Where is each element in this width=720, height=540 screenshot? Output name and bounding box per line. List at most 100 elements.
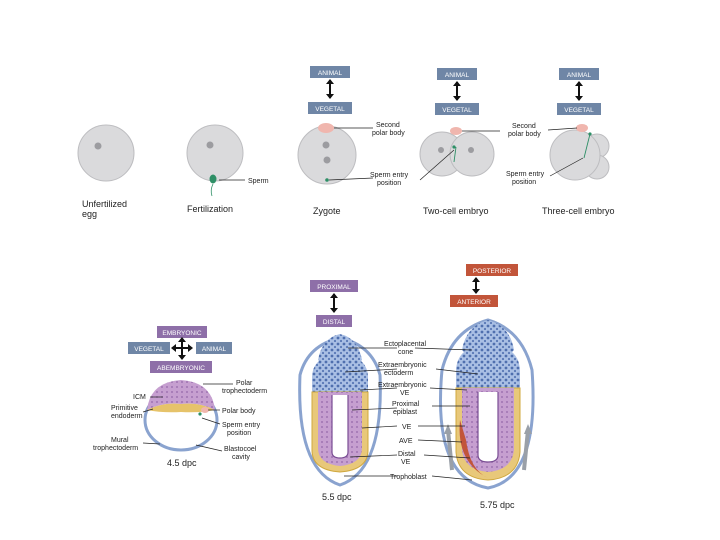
- exe-ectoderm-label-2: ectoderm: [384, 370, 413, 377]
- trophoblast-label: Trophoblast: [390, 474, 427, 481]
- stage-label-three-cell: Three-cell embryo: [542, 206, 615, 216]
- animal-tag: [437, 68, 477, 80]
- polar-body: [450, 127, 462, 135]
- four-way-arrow: [171, 337, 193, 360]
- blastocyst: [143, 380, 219, 452]
- polar-body: [576, 124, 588, 132]
- fertilization-egg: [186, 124, 245, 197]
- proximal-tag-label: PROXIMAL: [317, 284, 351, 291]
- egg-cylinder-5-5-dpc: [298, 334, 382, 487]
- extraembryonic-ectoderm: [456, 344, 520, 388]
- axis-arrow: [330, 293, 338, 313]
- icm-label: ICM: [133, 394, 146, 401]
- exe-ve-label-1: Extraembryonic: [378, 382, 427, 389]
- sperm-entry-label-2: position: [227, 430, 251, 437]
- vegetal-tag-label: VEGETAL: [564, 107, 594, 114]
- stage-label-fertilization: Fertilization: [187, 204, 233, 214]
- blastocoel-label-1: Blastocoel: [224, 446, 257, 453]
- ve-label: VE: [402, 424, 412, 431]
- stage-5-75-dpc: 5.75 dpc: [480, 500, 515, 510]
- proximal-tag: [310, 280, 358, 292]
- ave-region: [459, 420, 488, 478]
- blastocoel-label-2: cavity: [232, 454, 250, 461]
- blastocyst-tags: EMBRYONIC VEGETAL ANIMAL ABEMBRYONIC: [128, 326, 232, 373]
- vegetal-tag-label: VEGETAL: [134, 346, 164, 353]
- anterior-tag: [450, 295, 498, 307]
- arrow-heads: [453, 81, 461, 101]
- embryonic-tag-label: EMBRYONIC: [162, 330, 202, 337]
- ectoplacental-label-1: Ectoplacental: [384, 341, 426, 348]
- sperm-label: Sperm: [248, 178, 269, 185]
- animal-tag: [559, 68, 599, 80]
- sperm-head: [209, 174, 217, 184]
- distal-ve-label-2: VE: [401, 459, 411, 466]
- sperm-entry-line: [583, 133, 591, 159]
- stage-label-two-cell: Two-cell embryo: [423, 206, 489, 216]
- sperm-entry-mark: [198, 412, 202, 416]
- sperm-tail: [210, 183, 214, 197]
- proamniotic-cavity: [477, 392, 499, 463]
- migration-arrow: [446, 429, 454, 471]
- polar-body: [318, 123, 334, 133]
- animal-tag: [196, 342, 232, 354]
- three-cell-sperm-entry-2: position: [512, 179, 536, 186]
- polar-body-label: Polar body: [222, 408, 256, 415]
- stage-label-unfertilized-2: egg: [82, 209, 97, 219]
- primitive-endoderm-label-2: endoderm: [111, 413, 143, 420]
- animal-tag-label: ANIMAL: [202, 346, 227, 353]
- vegetal-tag: [308, 102, 352, 114]
- vegetal-tag-label: VEGETAL: [315, 106, 345, 113]
- embryonic-tag: [157, 326, 207, 338]
- axis-tag-group-three-cell: ANIMAL VEGETAL: [557, 68, 601, 115]
- anterior-tag-label: ANTERIOR: [457, 299, 491, 306]
- zygote-sperm-entry-1: Sperm entry: [370, 172, 409, 179]
- zygote-second-polar-2: polar body: [372, 130, 405, 137]
- three-cell-embryo: [547, 124, 610, 181]
- sperm-entry-label-1: Sperm entry: [222, 422, 261, 429]
- polar-troph-label-2: trophectoderm: [222, 388, 267, 395]
- posterior-tag-label: POSTERIOR: [473, 268, 512, 275]
- stage-4-5-dpc: 4.5 dpc: [167, 458, 197, 468]
- mural-label-2: trophectoderm: [93, 445, 138, 452]
- sperm-entry-line: [453, 146, 457, 163]
- ave-label: AVE: [399, 438, 413, 445]
- proximal-epiblast-label-1: Proximal: [392, 401, 420, 408]
- vegetal-tag: [128, 342, 170, 354]
- arrow-heads: [575, 81, 583, 101]
- mural-label-1: Mural: [111, 437, 129, 444]
- three-cell-sperm-entry-1: Sperm entry: [506, 171, 545, 178]
- stage-label-zygote: Zygote: [313, 206, 341, 216]
- distal-tag: [316, 315, 352, 327]
- arrow-heads: [326, 79, 334, 99]
- distal-ve-label-1: Distal: [398, 451, 416, 458]
- proximal-epiblast-label-2: epiblast: [393, 409, 417, 416]
- polar-body: [201, 407, 209, 413]
- abembryonic-tag: [150, 361, 212, 373]
- ectoplacental-label-2: cone: [398, 349, 413, 356]
- axis-arrow: [472, 277, 480, 294]
- abembryonic-tag-label: ABEMBRYONIC: [157, 365, 205, 372]
- icm: [147, 380, 215, 410]
- exe-ectoderm-label-1: Extraembryonic: [378, 362, 427, 369]
- zygote-sperm-entry-2: position: [377, 180, 401, 187]
- proamniotic-cavity: [331, 395, 349, 459]
- egg-cylinder-tags: PROXIMAL DISTAL POSTERIOR ANTERIOR: [310, 264, 518, 327]
- primitive-endoderm: [147, 403, 215, 413]
- animal-tag-label: ANIMAL: [567, 72, 592, 79]
- migration-arrow: [522, 429, 530, 471]
- vegetal-tag-label: VEGETAL: [442, 107, 472, 114]
- three-cell-second-polar-1: Second: [512, 123, 536, 130]
- animal-tag: [310, 66, 350, 78]
- axis-tag-group-two-cell: ANIMAL VEGETAL: [435, 68, 479, 115]
- vegetal-tag: [557, 103, 601, 115]
- primitive-endoderm-label-1: Primitive: [111, 405, 138, 412]
- axis-tag-group-zygote: ANIMAL VEGETAL: [308, 66, 352, 114]
- stage-5-5-dpc: 5.5 dpc: [322, 492, 352, 502]
- three-cell-second-polar-2: polar body: [508, 131, 541, 138]
- two-cell-embryo: [419, 127, 500, 181]
- polar-troph-label-1: Polar: [236, 380, 253, 387]
- distal-tag-label: DISTAL: [323, 319, 346, 326]
- stage-label-unfertilized-1: Unfertilized: [82, 199, 127, 209]
- zygote: [297, 123, 374, 185]
- zygote-second-polar-1: Second: [376, 122, 400, 129]
